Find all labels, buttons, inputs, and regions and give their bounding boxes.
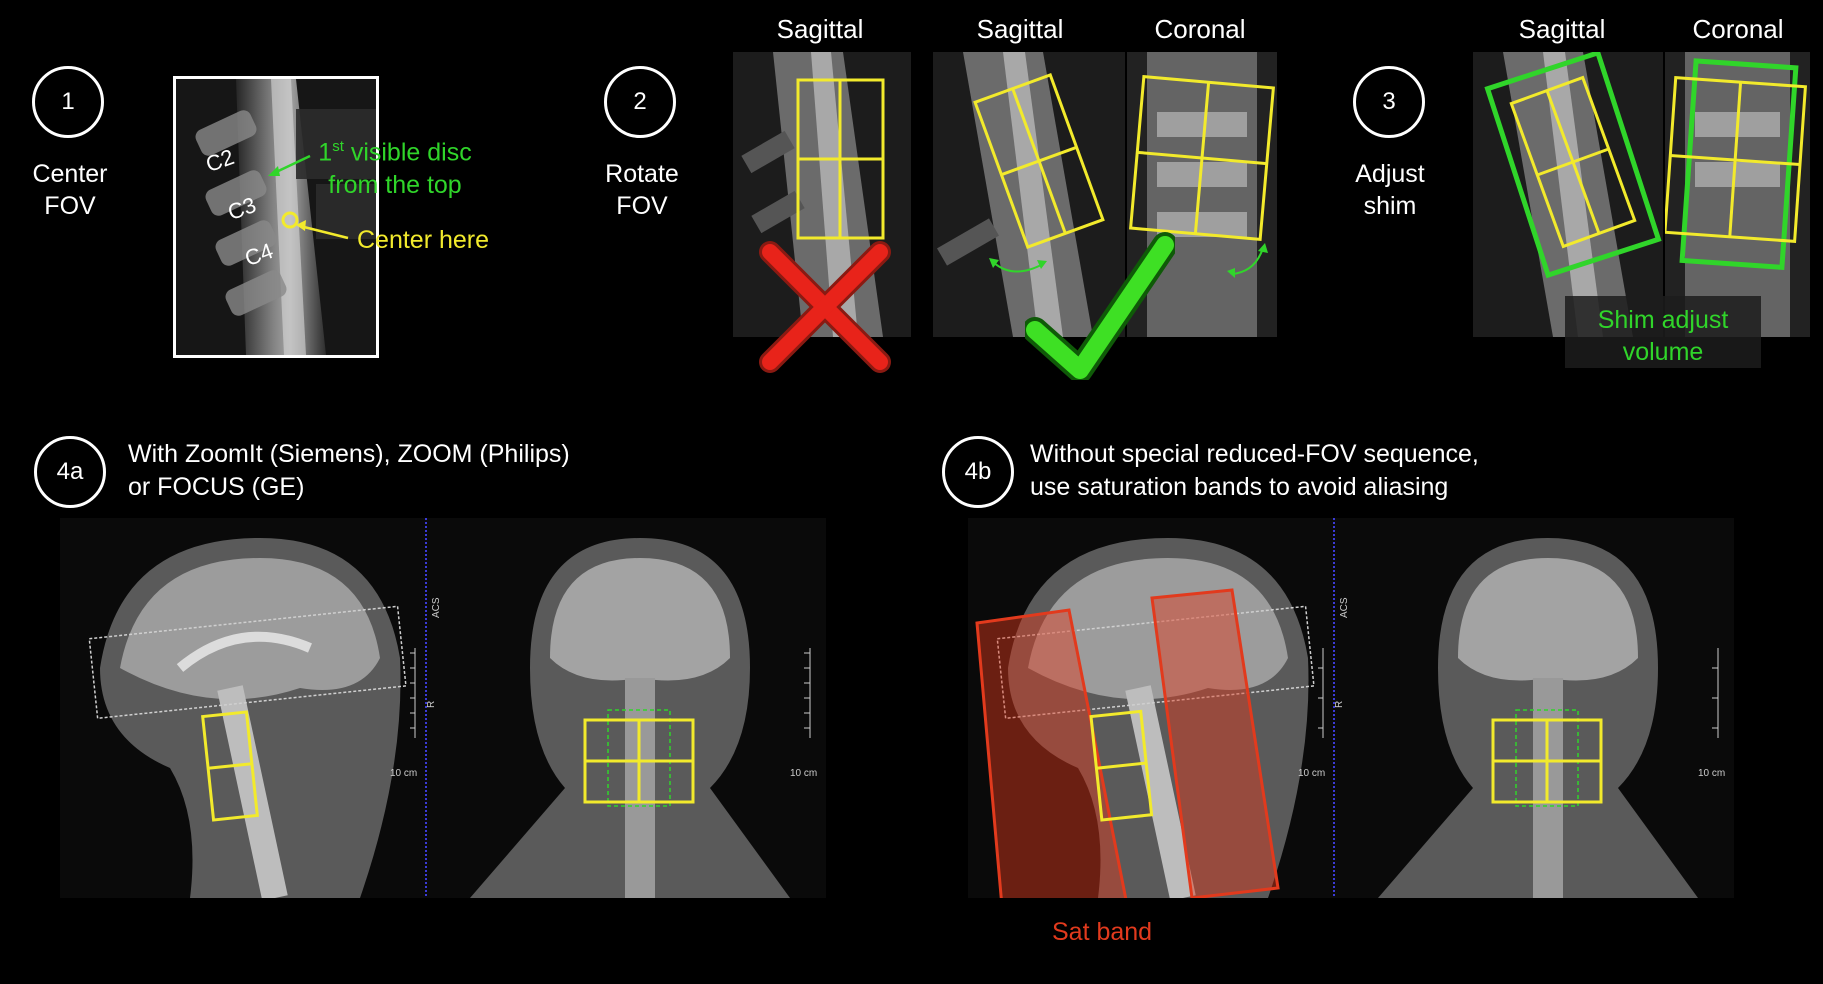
step-1-label-line1: Center bbox=[32, 160, 108, 188]
step-4b-desc-line1: Without special reduced-FOV sequence, bbox=[1030, 440, 1479, 468]
step-4a-circle: 4a bbox=[34, 436, 106, 508]
checkmark-icon bbox=[1025, 232, 1175, 380]
step-4b-ruler-side: R bbox=[1334, 701, 1345, 708]
step-2-number: 2 bbox=[633, 88, 647, 115]
step-2-title-sagittal-right: Sagittal bbox=[976, 14, 1064, 44]
disc-note-rest: visible disc bbox=[343, 138, 472, 167]
step-4b-scale-left: 10 cm bbox=[1298, 768, 1325, 779]
step-3-sagittal-image bbox=[1473, 52, 1663, 337]
step-3-number: 3 bbox=[1382, 88, 1396, 115]
step-4a-desc-line1: With ZoomIt (Siemens), ZOOM (Philips) bbox=[128, 440, 570, 468]
step-4a-scale-left: 10 cm bbox=[390, 768, 417, 779]
step-2-label: Rotate FOV bbox=[572, 158, 712, 222]
step-2-title-sagittal-wrong: Sagittal bbox=[776, 14, 864, 44]
step-3-label-line1: Adjust bbox=[1355, 160, 1425, 188]
step-2-label-line1: Rotate bbox=[605, 160, 679, 188]
step-4a-ruler-orient: ACS bbox=[431, 597, 442, 618]
step-1-arrows bbox=[268, 154, 349, 240]
step-3-title-coronal: Coronal bbox=[1692, 14, 1784, 44]
shim-note-backdrop bbox=[1565, 296, 1761, 368]
disc-note-line2: from the top bbox=[328, 171, 462, 200]
step-2-coronal-image bbox=[1127, 52, 1277, 337]
step-3-coronal-image bbox=[1665, 52, 1810, 337]
step-1-spine-image bbox=[173, 76, 379, 358]
sat-band-boxes bbox=[975, 588, 1280, 898]
disc-note: 1st visible disc from the top bbox=[300, 130, 490, 202]
step-1-circle: 1 bbox=[32, 66, 104, 138]
step-1-number: 1 bbox=[61, 88, 75, 115]
step-2-label-line2: FOV bbox=[616, 192, 668, 220]
step-4a-scanner-view: ACS R 10 cm 10 cm bbox=[60, 518, 826, 898]
step-1-label-line2: FOV bbox=[44, 192, 96, 220]
disc-note-line1: 1st visible disc bbox=[300, 130, 490, 169]
center-here-note: Center here bbox=[357, 226, 490, 254]
step-4a-description: With ZoomIt (Siemens), ZOOM (Philips) or… bbox=[128, 438, 570, 504]
step-3-label-line2: shim bbox=[1363, 192, 1417, 220]
step-2-sagittal-right-image bbox=[933, 52, 1125, 337]
step-4b-scale-right: 10 cm bbox=[1698, 768, 1725, 779]
step-2-circle: 2 bbox=[604, 66, 676, 138]
cross-icon bbox=[759, 241, 891, 373]
shim-note: Shim adjust volume bbox=[1565, 304, 1761, 368]
step-4a-desc-line2: or FOCUS (GE) bbox=[128, 473, 305, 501]
disc-note-superscript: st bbox=[332, 138, 344, 155]
step-4b-number: 4b bbox=[964, 458, 992, 485]
step-1-label: Center FOV bbox=[0, 158, 140, 222]
sat-band-posterior bbox=[1150, 588, 1280, 898]
sat-band-anterior bbox=[975, 608, 1128, 898]
sat-band-label: Sat band bbox=[1052, 918, 1153, 946]
disc-note-ordinal: 1 bbox=[318, 138, 333, 167]
step-4a-ruler-side: R bbox=[426, 701, 437, 708]
step-4a-scale-right: 10 cm bbox=[790, 768, 817, 779]
shim-note-line1: Shim adjust bbox=[1597, 306, 1729, 334]
step-4b-ruler-orient: ACS bbox=[1339, 597, 1350, 618]
step-4b-description: Without special reduced-FOV sequence, us… bbox=[1030, 438, 1479, 504]
step-3-circle: 3 bbox=[1353, 66, 1425, 138]
step-4a-number: 4a bbox=[56, 458, 84, 485]
step-4b-scanner-view: ACS R 10 cm 10 cm bbox=[968, 518, 1734, 898]
step-3-title-sagittal: Sagittal bbox=[1518, 14, 1606, 44]
step-4b-circle: 4b bbox=[942, 436, 1014, 508]
step-4b-desc-line2: use saturation bands to avoid aliasing bbox=[1030, 473, 1449, 501]
shim-note-line2: volume bbox=[1622, 338, 1704, 366]
step-3-label: Adjust shim bbox=[1320, 158, 1460, 222]
step-2-title-coronal: Coronal bbox=[1154, 14, 1246, 44]
